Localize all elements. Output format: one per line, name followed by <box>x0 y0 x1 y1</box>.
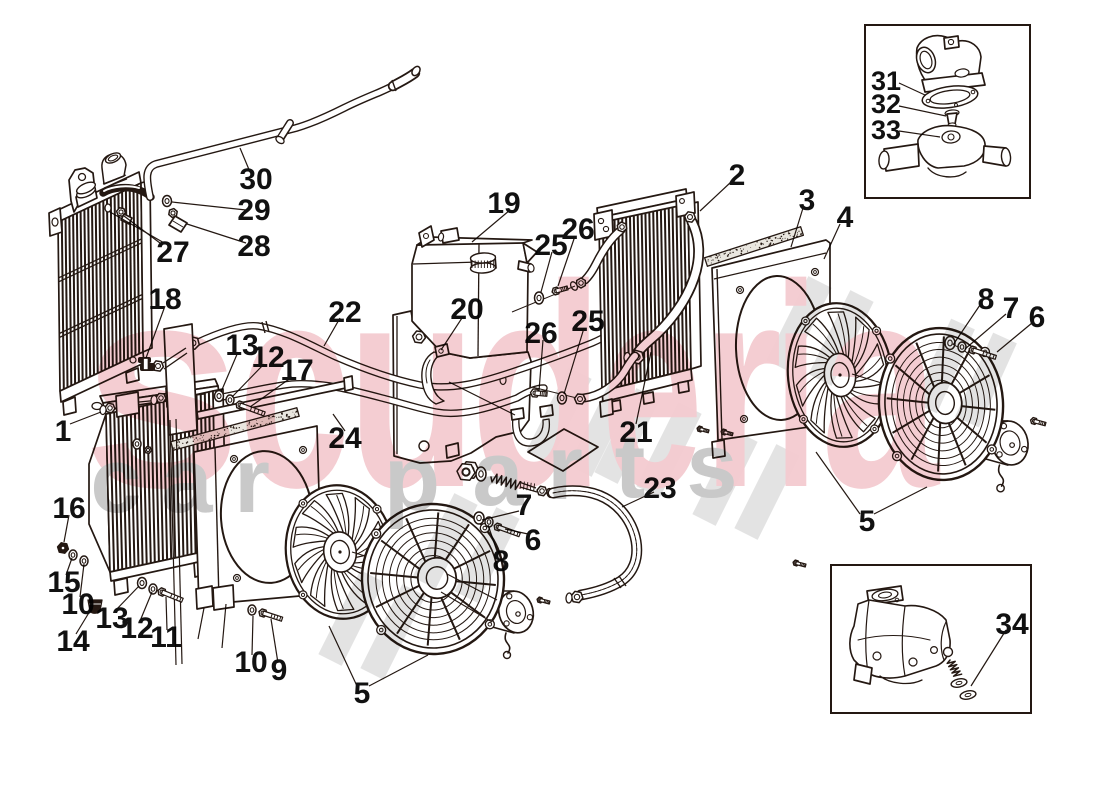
svg-text:t: t <box>615 415 646 517</box>
svg-text:20: 20 <box>450 293 483 326</box>
svg-text:32: 32 <box>871 89 901 119</box>
svg-text:5: 5 <box>354 677 371 710</box>
svg-text:2: 2 <box>729 159 746 192</box>
svg-text:7: 7 <box>516 489 533 522</box>
svg-text:13: 13 <box>95 602 128 635</box>
svg-text:13: 13 <box>225 329 258 362</box>
svg-text:18: 18 <box>148 283 181 316</box>
svg-text:1: 1 <box>55 415 72 448</box>
svg-text:10: 10 <box>61 588 94 621</box>
svg-text:14: 14 <box>56 625 90 658</box>
svg-text:16: 16 <box>52 492 85 525</box>
svg-text:30: 30 <box>239 163 272 196</box>
svg-text:5: 5 <box>859 505 876 538</box>
svg-text:12: 12 <box>120 612 153 645</box>
svg-text:19: 19 <box>487 187 520 220</box>
svg-text:9: 9 <box>271 654 288 687</box>
svg-text:34: 34 <box>995 608 1029 641</box>
svg-text:12: 12 <box>251 341 284 374</box>
svg-text:11: 11 <box>150 621 182 654</box>
svg-text:6: 6 <box>1029 301 1046 334</box>
svg-text:21: 21 <box>619 416 652 449</box>
svg-text:22: 22 <box>328 296 361 329</box>
svg-text:24: 24 <box>328 422 362 455</box>
svg-text:26: 26 <box>524 317 557 350</box>
svg-text:6: 6 <box>525 524 542 557</box>
svg-text:29: 29 <box>237 194 270 227</box>
svg-text:25: 25 <box>571 305 604 338</box>
svg-text:23: 23 <box>643 472 676 505</box>
svg-text:27: 27 <box>156 236 189 269</box>
svg-text:25: 25 <box>534 229 567 262</box>
svg-text:8: 8 <box>493 545 510 578</box>
svg-text:4: 4 <box>837 201 854 234</box>
svg-text:3: 3 <box>799 184 816 217</box>
svg-text:17: 17 <box>280 354 313 387</box>
svg-text:10: 10 <box>234 646 267 679</box>
svg-text:8: 8 <box>978 283 995 316</box>
svg-text:31: 31 <box>871 66 901 96</box>
svg-text:28: 28 <box>237 230 270 263</box>
svg-text:7: 7 <box>1003 292 1020 325</box>
svg-text:26: 26 <box>561 213 594 246</box>
svg-text:33: 33 <box>871 115 901 145</box>
svg-text:15: 15 <box>47 566 80 599</box>
